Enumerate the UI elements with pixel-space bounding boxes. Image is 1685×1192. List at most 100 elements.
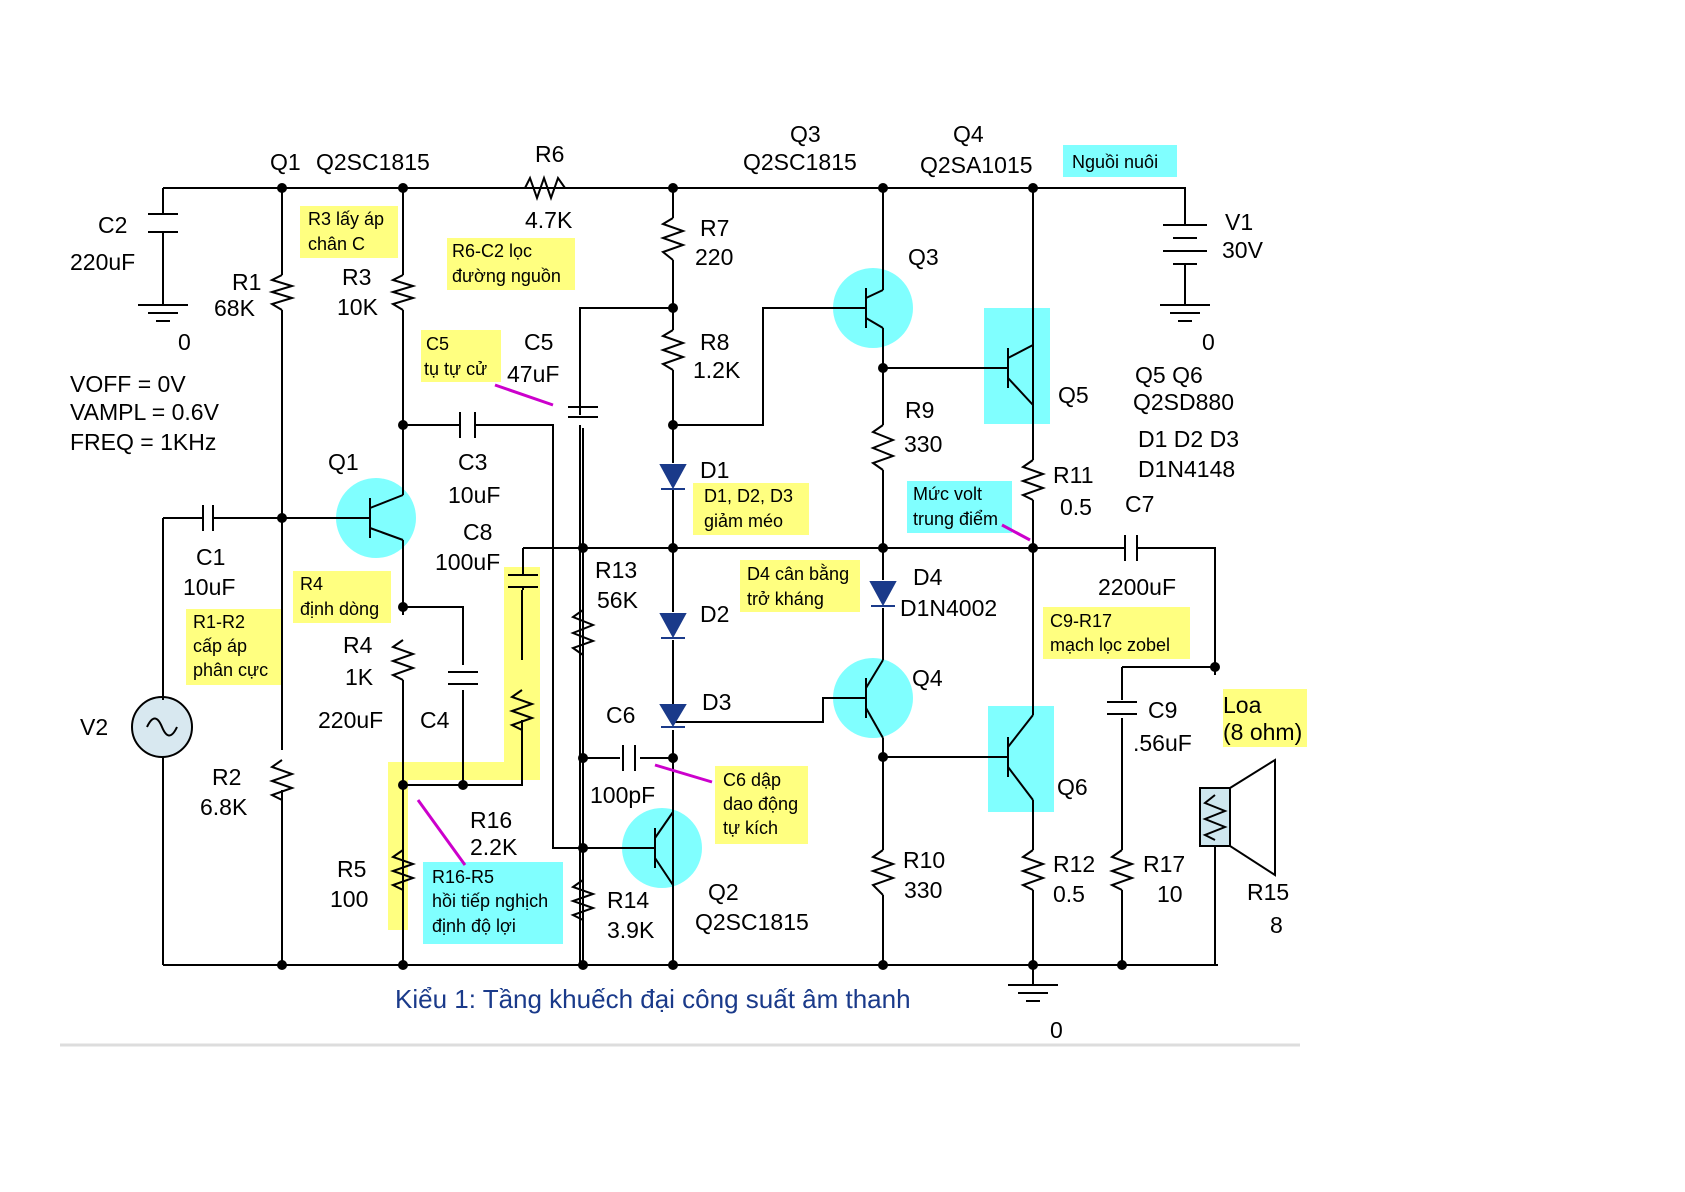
- capacitor-c5: [568, 406, 598, 418]
- labels: Q1 Q2SC1815 R6 4.7K Q3 Q2SC1815 Q4 Q2SA1…: [70, 121, 1302, 1043]
- label-c8: C8: [463, 519, 492, 545]
- label-r4: R4: [343, 632, 373, 658]
- label-r9: R9: [905, 397, 934, 423]
- label-q3-model: Q2SC1815: [743, 149, 857, 175]
- resistors: [268, 174, 1136, 921]
- label-r5: R5: [337, 856, 366, 882]
- q2-circle: [622, 808, 702, 888]
- label-r16-value: 2.2K: [470, 834, 518, 860]
- label-q1: Q1: [328, 449, 359, 475]
- resistor-r17: [1108, 849, 1136, 891]
- q4-circle: [833, 658, 913, 738]
- note-box-zobel: [1043, 607, 1190, 659]
- transistors: [350, 288, 1034, 886]
- label-r11-value: 0.5: [1060, 494, 1092, 520]
- label-q5q6: Q5 Q6: [1135, 362, 1203, 388]
- note-r4-line1: R4: [300, 574, 323, 594]
- resistor-r5: [389, 849, 417, 891]
- diodes: [659, 464, 897, 728]
- note-r6c2-line2: đường nguồn: [452, 266, 561, 286]
- label-r16: R16: [470, 807, 512, 833]
- capacitor-c4: [448, 671, 478, 685]
- label-r9-value: 330: [904, 431, 942, 457]
- transistor-q1: [350, 494, 404, 541]
- capacitor-c9: [1107, 701, 1137, 715]
- v1-battery-icon: [1163, 210, 1207, 270]
- label-r10: R10: [903, 847, 945, 873]
- label-d2: D2: [700, 601, 729, 627]
- label-freq: FREQ = 1KHz: [70, 429, 216, 455]
- label-r2: R2: [212, 764, 241, 790]
- note-c6-line3: tự kích: [723, 818, 778, 838]
- label-q4-model: Q2SA1015: [920, 152, 1033, 178]
- ground-icon-c2: [138, 304, 188, 322]
- label-r12-value: 0.5: [1053, 881, 1085, 907]
- label-d123-model: D1N4148: [1138, 456, 1235, 482]
- label-q2: Q2: [708, 879, 739, 905]
- label-q4-top: Q4: [953, 121, 984, 147]
- label-r7: R7: [700, 215, 729, 241]
- label-c2: C2: [98, 212, 127, 238]
- transistor-q3: [848, 288, 884, 329]
- note-box-midpoint: [907, 481, 1012, 533]
- resistor-r14: [569, 879, 597, 921]
- label-r17: R17: [1143, 851, 1185, 877]
- label-r4-value: 1K: [345, 664, 374, 690]
- label-speaker: Loa: [1223, 692, 1262, 718]
- label-q2-model: Q2SC1815: [695, 909, 809, 935]
- capacitor-c7: [1120, 535, 1150, 561]
- resistor-r4: [389, 639, 417, 681]
- note-box-d123: [693, 483, 809, 535]
- label-r15-value: 8: [1270, 912, 1283, 938]
- label-d3: D3: [702, 689, 731, 715]
- label-c2-value: 220uF: [70, 249, 135, 275]
- note-midpoint-line2: trung điểm: [913, 509, 998, 529]
- capacitor-c3: [455, 412, 480, 438]
- label-ground-v1: 0: [1202, 329, 1215, 355]
- note-r6c2-line1: R6-C2 lọc: [452, 241, 532, 261]
- q3-circle: [833, 268, 913, 348]
- capacitor-c8: [508, 574, 538, 590]
- diode-d3: [659, 704, 687, 728]
- note-feedback-line2: hồi tiếp nghịch: [432, 891, 548, 911]
- label-r11: R11: [1053, 462, 1094, 488]
- label-r7-value: 220: [695, 244, 733, 270]
- resistor-r10: [869, 849, 897, 896]
- label-q5q6-model: Q2SD880: [1133, 389, 1234, 415]
- label-q4: Q4: [912, 665, 943, 691]
- label-r3-value: 10K: [337, 294, 379, 320]
- label-d4-model: D1N4002: [900, 595, 997, 621]
- resistor-r2: [268, 759, 296, 801]
- label-c1-value: 10uF: [183, 574, 235, 600]
- label-r17-value: 10: [1157, 881, 1183, 907]
- label-c7: C7: [1125, 491, 1154, 517]
- resistor-r9: [870, 424, 896, 471]
- label-r13-value: 56K: [597, 587, 639, 613]
- resistor-r6: [524, 174, 566, 202]
- label-r1-value: 68K: [214, 295, 256, 321]
- label-r5-value: 100: [330, 886, 368, 912]
- label-c1: C1: [196, 544, 225, 570]
- resistor-r16: [508, 689, 536, 731]
- resistor-r8: [659, 329, 687, 371]
- note-c5-line1: C5: [426, 334, 449, 354]
- label-r6-value: 4.7K: [525, 207, 573, 233]
- note-c5-line2: tụ tự cử: [424, 359, 487, 379]
- label-r1: R1: [232, 269, 261, 295]
- diode-d1: [659, 464, 687, 490]
- pointer-lines: [416, 383, 1031, 866]
- resistor-r12: [1019, 849, 1047, 891]
- label-c4-value: 220uF: [318, 707, 383, 733]
- label-ground-c2: 0: [178, 329, 191, 355]
- transistor-q5: [1007, 344, 1034, 406]
- note-d123-line2: giảm méo: [704, 511, 783, 531]
- label-q3-top: Q3: [790, 121, 821, 147]
- label-r10-value: 330: [904, 877, 942, 903]
- label-c4: C4: [420, 707, 450, 733]
- label-r6: R6: [535, 141, 564, 167]
- capacitor-c6: [622, 745, 636, 771]
- note-d4-line1: D4 cân bằng: [747, 563, 849, 584]
- label-r3: R3: [342, 264, 371, 290]
- label-c7-value: 2200uF: [1098, 574, 1176, 600]
